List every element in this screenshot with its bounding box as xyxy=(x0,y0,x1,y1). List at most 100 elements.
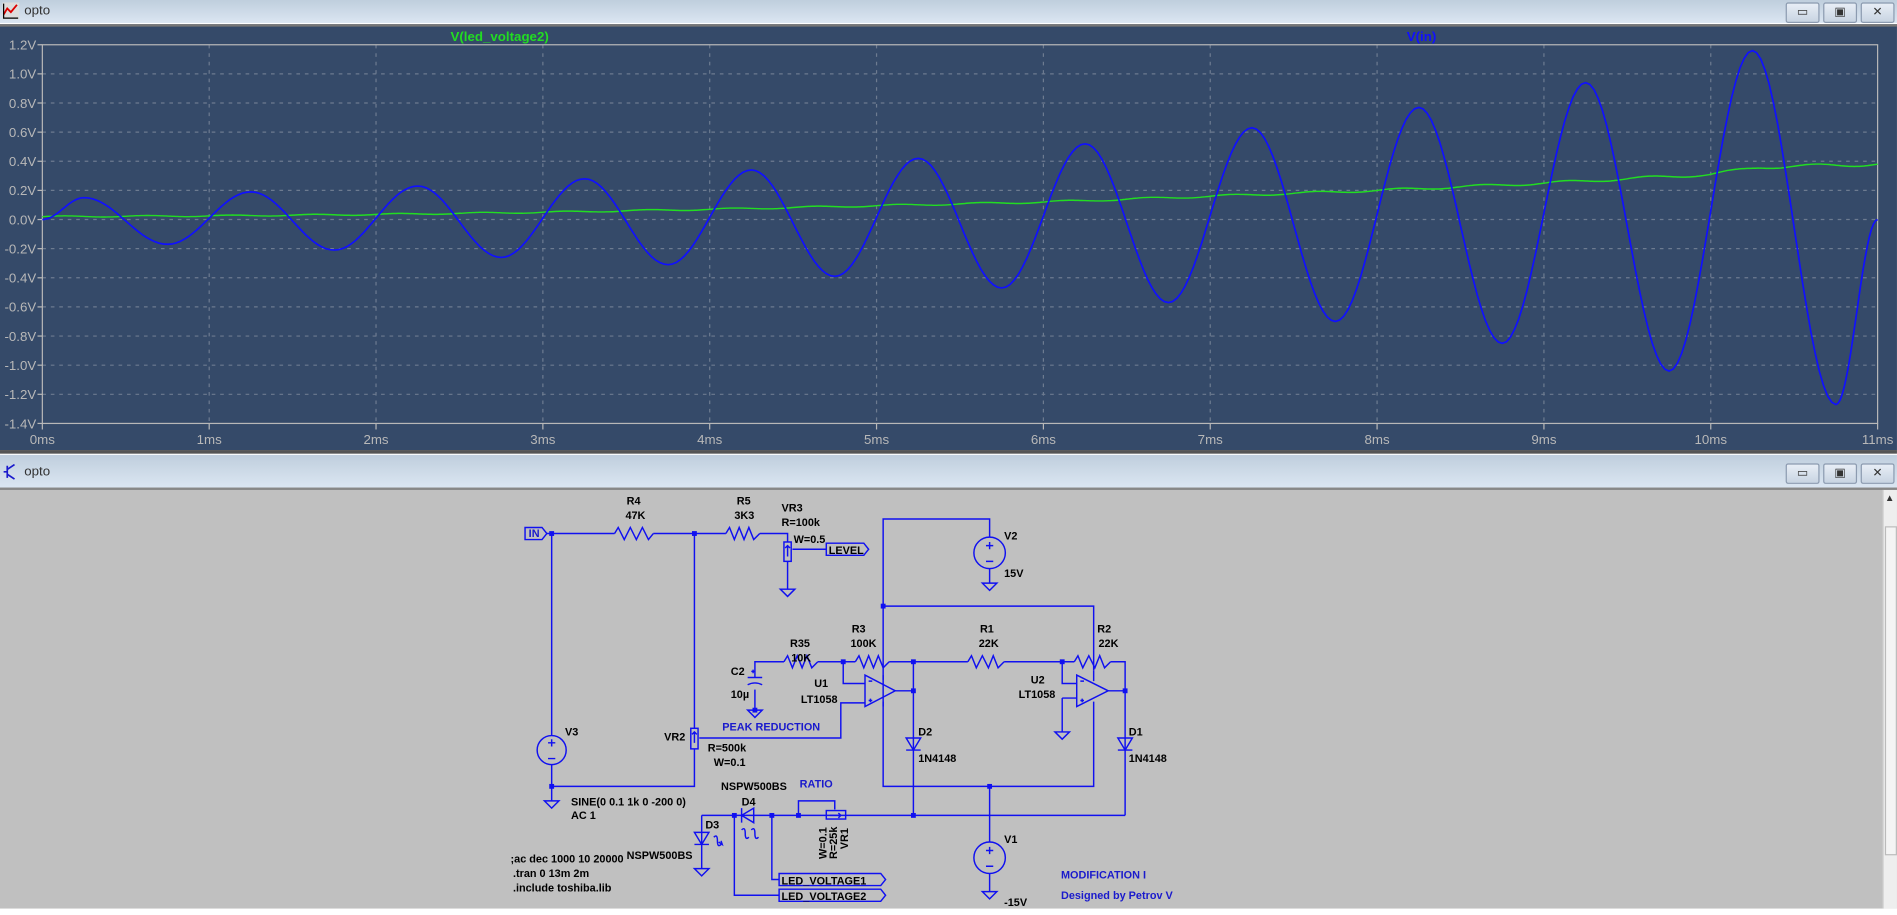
v1-value[interactable]: -15V xyxy=(1004,897,1028,909)
note-modification[interactable]: MODIFICATION I xyxy=(1061,869,1146,881)
r5-name[interactable]: R5 xyxy=(737,495,751,507)
schematic-window-title: opto xyxy=(24,464,51,480)
opamp-u1 xyxy=(864,673,897,708)
x-tick-label: 6ms xyxy=(1031,432,1056,447)
ground-symbols xyxy=(542,582,1072,900)
vr1-resistance[interactable]: R=25k xyxy=(828,826,840,859)
spice-directive[interactable]: .tran 0 13m 2m xyxy=(513,868,589,880)
d1-value[interactable]: 1N4148 xyxy=(1129,753,1167,765)
x-tick-label: 7ms xyxy=(1198,432,1223,447)
r2-value[interactable]: 22K xyxy=(1098,638,1118,650)
x-tick-label: 0ms xyxy=(30,432,55,447)
close-button[interactable]: ✕ xyxy=(1860,2,1895,23)
note-designer[interactable]: Designed by Petrov V xyxy=(1061,890,1174,902)
vr1-name[interactable]: VR1 xyxy=(839,828,851,849)
vr3-resistance[interactable]: R=100k xyxy=(782,517,821,529)
r3-name[interactable]: R3 xyxy=(852,624,866,636)
schematic-canvas[interactable]: IN LEVEL LED_VOLTAGE1 LED_VOLTAGE2 R4 47… xyxy=(0,487,1897,909)
y-tick-label: -1.2V xyxy=(4,387,36,402)
legend-led-voltage2[interactable]: V(led_voltage2) xyxy=(451,29,549,44)
u1-value[interactable]: LT1058 xyxy=(801,694,838,706)
spice-directive[interactable]: ;ac dec 1000 10 20000 xyxy=(511,854,624,866)
net-flags xyxy=(524,526,887,903)
c2-name[interactable]: C2 xyxy=(731,666,745,678)
vr2-wiper[interactable]: W=0.1 xyxy=(714,757,746,769)
minimize-button[interactable]: ▭ xyxy=(1785,463,1820,484)
legend-vin[interactable]: V(in) xyxy=(1407,29,1437,44)
vr1-wiper[interactable]: W=0.1 xyxy=(817,827,829,859)
v2-name[interactable]: V2 xyxy=(1004,531,1017,543)
restore-button[interactable]: ▣ xyxy=(1823,463,1858,484)
d1-name[interactable]: D1 xyxy=(1129,727,1143,739)
schematic-drawing: IN LEVEL LED_VOLTAGE1 LED_VOLTAGE2 R4 47… xyxy=(511,495,1174,909)
x-tick-label: 11ms xyxy=(1862,432,1894,447)
y-tick-label: -1.0V xyxy=(4,358,36,373)
close-button[interactable]: ✕ xyxy=(1860,463,1895,484)
v3-name[interactable]: V3 xyxy=(565,727,578,739)
y-tick-label: 0.0V xyxy=(9,212,36,227)
schematic-window-titlebar[interactable]: opto ▭ ▣ ✕ xyxy=(0,454,1897,488)
scrollbar-thumb[interactable] xyxy=(1884,526,1897,856)
r2-name[interactable]: R2 xyxy=(1097,624,1111,636)
potentiometer-vr1 xyxy=(825,809,847,820)
vr2-name[interactable]: VR2 xyxy=(664,731,685,743)
vr2-resistance[interactable]: R=500k xyxy=(708,742,747,754)
plot-window-titlebar[interactable]: opto ▭ ▣ ✕ xyxy=(0,0,1897,23)
v2-value[interactable]: 15V xyxy=(1004,568,1024,580)
window-divider[interactable] xyxy=(0,450,1897,454)
d4-name[interactable]: D4 xyxy=(742,797,756,809)
scroll-up-arrow-icon[interactable]: ▲ xyxy=(1884,492,1895,504)
r35-name[interactable]: R35 xyxy=(790,638,810,650)
d3-name[interactable]: D3 xyxy=(705,820,719,832)
x-tick-label: 4ms xyxy=(697,432,722,447)
vertical-scrollbar[interactable]: ▲ xyxy=(1882,489,1897,909)
r35-value[interactable]: 10K xyxy=(791,653,811,665)
potentiometer-vr3 xyxy=(783,541,792,563)
net-flag-level[interactable]: LEVEL xyxy=(829,545,864,557)
r4-value[interactable]: 47K xyxy=(625,510,645,522)
u2-value[interactable]: LT1058 xyxy=(1019,689,1056,701)
y-tick-label: 0.2V xyxy=(9,183,36,198)
r5-value[interactable]: 3K3 xyxy=(734,510,754,522)
minimize-button[interactable]: ▭ xyxy=(1785,2,1820,23)
u2-name[interactable]: U2 xyxy=(1031,675,1045,687)
v1-name[interactable]: V1 xyxy=(1004,834,1017,846)
d3-value[interactable]: NSPW500BS xyxy=(627,850,693,862)
c2-value[interactable]: 10µ xyxy=(731,689,749,701)
net-flag-led-voltage1[interactable]: LED_VOLTAGE1 xyxy=(782,875,867,887)
resistor-r4 xyxy=(613,525,654,542)
y-tick-label: 0.4V xyxy=(9,154,36,169)
vr1-comment[interactable]: RATIO xyxy=(800,779,833,791)
vr3-name[interactable]: VR3 xyxy=(782,503,803,515)
v3-value[interactable]: SINE(0 0.1 1k 0 -200 0) xyxy=(571,797,686,809)
restore-button[interactable]: ▣ xyxy=(1823,2,1858,23)
d2-value[interactable]: 1N4148 xyxy=(918,753,956,765)
y-tick-label: 1.0V xyxy=(9,67,36,82)
resistor-r2 xyxy=(1073,653,1112,670)
capacitor-c2 xyxy=(747,669,763,686)
y-tick-label: -0.8V xyxy=(4,329,36,344)
d2-name[interactable]: D2 xyxy=(918,727,932,739)
y-tick-label: -0.2V xyxy=(4,241,36,256)
source-v2 xyxy=(973,536,1007,570)
net-flag-in[interactable]: IN xyxy=(529,528,540,540)
r1-value[interactable]: 22K xyxy=(979,638,999,650)
spice-directive[interactable]: .include toshiba.lib xyxy=(513,883,612,895)
r3-value[interactable]: 100K xyxy=(850,638,876,650)
r4-name[interactable]: R4 xyxy=(627,495,641,507)
series-line-vin xyxy=(42,49,1879,406)
vr2-comment[interactable]: PEAK REDUCTION xyxy=(722,722,820,734)
led-d3 xyxy=(693,831,711,846)
diode-d1 xyxy=(1116,737,1134,752)
x-tick-label: 2ms xyxy=(363,432,388,447)
net-flag-led-voltage2[interactable]: LED_VOLTAGE2 xyxy=(782,891,867,903)
resistor-r1 xyxy=(967,653,1005,670)
vr3-wiper[interactable]: W=0.5 xyxy=(794,534,826,546)
v3-ac[interactable]: AC 1 xyxy=(571,810,596,822)
d4-value[interactable]: NSPW500BS xyxy=(721,781,787,793)
r1-name[interactable]: R1 xyxy=(980,624,994,636)
x-tick-label: 9ms xyxy=(1531,432,1556,447)
u1-name[interactable]: U1 xyxy=(814,678,828,690)
